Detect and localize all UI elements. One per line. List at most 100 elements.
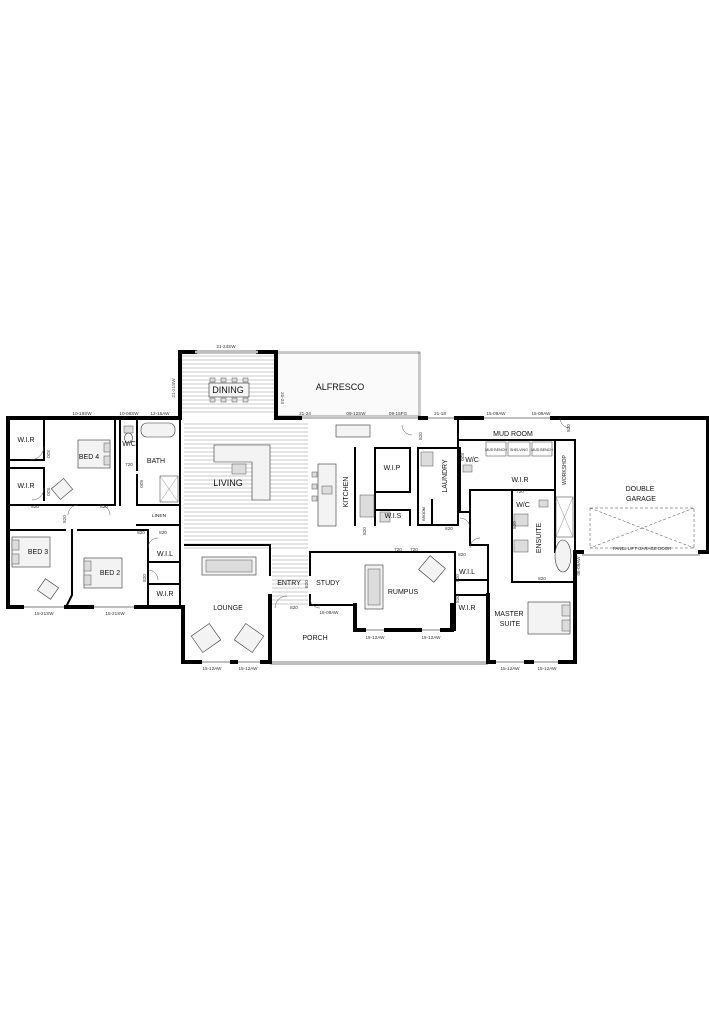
room-label-bed4: BED 4 [79,454,99,461]
bath-toilet [123,425,134,444]
rumpus-sofa [364,564,384,610]
bath-tub [140,422,176,438]
room-label-wip: W.I.P [384,465,401,472]
door-code-wc: 720 [125,462,133,467]
door-code-laundry: 820 [418,432,423,440]
window-code-master-2: 15-12AW [538,666,558,671]
room-label-wis: W.I.S [385,513,402,520]
room-label-wir-rumpus: W.I.R [458,605,475,612]
door-code-ensuite: 820 [512,521,517,529]
window-code-study-bottom: 15-09AW [320,610,340,615]
bed4-chair [50,478,74,500]
door-code-wil: 820 [159,530,167,535]
bed3-bed [11,536,51,568]
label-shelving: SHELVING [510,448,528,452]
door-code-bed4-wir: 820 [46,450,51,458]
laundry-fixtures [379,451,473,523]
door-code-bed4-wir2: 820 [46,488,51,496]
room-label-master-suite: MASTER SUITE [494,611,525,628]
room-label-porch: PORCH [302,635,327,642]
ensuite-shower [555,496,574,538]
room-label-bed2: BED 2 [100,570,120,577]
label-panel-lift-garage-door: PANEL LIFT GARAGE DOOR [613,546,671,551]
room-label-linen: LINEN [152,513,167,519]
lounge-sofa [201,556,257,576]
room-label-wir-master: W.I.R [511,477,528,484]
label-mud-bench-2: MUD BENCH [531,448,553,452]
room-label-wil-bed: W.I.L [157,551,173,558]
room-label-laundry: LAUNDRY [442,459,449,493]
window-code-rumpus-2: 15-12AW [422,635,442,640]
label-mud-bench-1: MUD BENCH [485,448,507,452]
door-code-rumpus-wil: 820 [455,595,460,603]
living-floor [184,423,308,605]
lounge-armchair-left [190,623,222,653]
rumpus-armchair [418,555,446,583]
door-code-rumpus: 820 [458,552,466,557]
door-code-wir: 820 [142,574,147,582]
living-sofa [213,444,271,501]
porch-outline [270,661,488,665]
window-marks [22,350,560,663]
room-label-wc-laundry: W/C [465,457,479,464]
window-code-bed3-bottom: 15-21SW [34,611,54,616]
garage-door-cross [589,507,695,549]
room-label-ensuite: ENSUITE [536,523,543,554]
bed2-bed [83,557,123,589]
room-label-wir-bed3: W.I.R [17,483,34,490]
window-code-bath-top: 12-15AW [151,411,171,416]
window-code-mud-2: 15-09AW [532,411,552,416]
bed4-bed [77,439,111,469]
room-label-double-garage: DOUBLE GARAGE [626,486,657,503]
door-code-wc-laundry: 820 [460,453,465,461]
window-code-living-3: 09-15FG [389,411,408,416]
window-code-master-1: 15-12AW [501,666,521,671]
room-label-broom: BROOM [422,507,426,521]
door-code-study: 820 [304,580,309,588]
door-code-mud: 820 [566,424,571,432]
door-code-rumpus-wir: 820 [455,574,460,582]
window-code-bed4-2: 10-06SW [119,411,139,416]
room-label-dining: DINING [212,385,244,395]
room-label-study: STUDY [316,580,340,587]
room-label-wc-bath: W/C [122,441,136,448]
room-label-lounge: LOUNGE [213,605,243,612]
room-label-wc-ensuite: W/C [516,502,530,509]
garage [573,416,709,556]
window-code-living-4: 21-18 [434,411,446,416]
door-code-rumpus-1: 720 [394,547,402,552]
window-code-dining-right: 21-24 [280,392,285,404]
window-code-ensuite-side: 06-09AW [576,556,581,576]
door-code-ensuite-wc: 720 [516,489,524,494]
room-label-alfresco: ALFRESCO [316,382,365,392]
window-code-lounge-2: 15-12AW [239,666,259,671]
room-label-workshop: WORKSHOP [562,454,568,484]
bath-shower [159,475,179,503]
room-label-living: LIVING [213,478,243,488]
window-code-living-1: 21-24 [299,411,311,416]
room-label-wir-bed: W.I.R [156,591,173,598]
window-code-lounge-1: 15-12AW [203,666,223,671]
window-code-rumpus-1: 15-12AW [366,635,386,640]
room-label-bed3: BED 3 [28,549,48,556]
door-code-bath: 820 [139,480,144,488]
kitchen-island [311,424,375,527]
room-label-wil-rumpus: W.I.L [459,569,475,576]
door-code-bed2-b: 820 [137,530,145,535]
window-code-bed4-1: 10-18SW [72,411,92,416]
ensuite-vanity [513,499,549,553]
lounge-armchair-right [233,623,265,653]
door-code-wis: 820 [362,527,367,535]
window-code-dining-top: 21-24SW [216,344,236,349]
door-code-master: 820 [538,576,546,581]
room-label-wir-bed4: W.I.R [17,437,34,444]
door-code-rumpus-2: 720 [410,547,418,552]
window-code-bed2-bottom: 15-21SW [105,611,125,616]
room-label-entry: ENTRY [277,580,301,587]
room-label-bath: BATH [147,458,165,465]
window-code-living-2: 09-12SW [346,411,366,416]
window-code-mud-1: 15-09AW [487,411,507,416]
master-bed [527,601,571,635]
ensuite-bath [554,539,572,573]
